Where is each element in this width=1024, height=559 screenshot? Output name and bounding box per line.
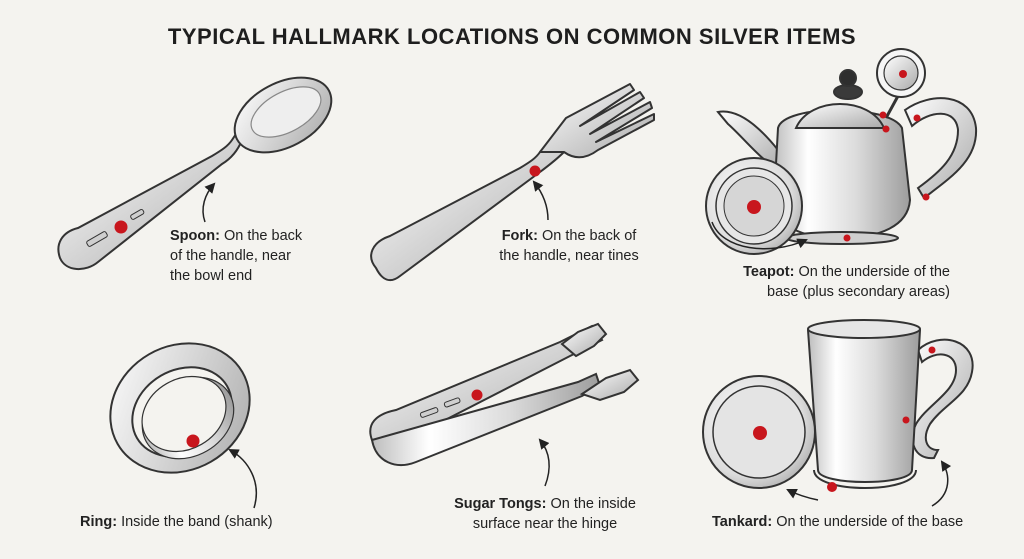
tongs-caption-line-1: On the inside bbox=[550, 496, 635, 512]
teapot-base-dot bbox=[844, 235, 851, 242]
spoon-caption-line-3: the bowl end bbox=[170, 266, 302, 286]
ring-caption-line-1: Inside the band (shank) bbox=[121, 514, 273, 530]
ring-illustration bbox=[87, 318, 274, 497]
spoon-caption-line-2: of the handle, near bbox=[170, 246, 302, 266]
teapot-body-dot bbox=[883, 126, 890, 133]
tongs-hallmark-dot bbox=[472, 390, 483, 401]
teapot-finial-dot bbox=[899, 70, 907, 78]
tongs-caption-name: Sugar Tongs: bbox=[454, 496, 546, 512]
tankard-base-hallmark-dot bbox=[753, 426, 767, 440]
teapot-caption-line-2: base (plus secondary areas) bbox=[700, 282, 950, 302]
spoon-arrow bbox=[203, 184, 214, 222]
tankard-arrow-left bbox=[788, 490, 818, 500]
fork-caption: Fork: On the back of the handle, near ti… bbox=[484, 226, 654, 266]
tankard-base-dot bbox=[827, 482, 837, 492]
teapot-caption-name: Teapot: bbox=[743, 264, 794, 280]
tongs-arrow bbox=[540, 440, 549, 486]
fork-caption-name: Fork: bbox=[502, 228, 538, 244]
ring-hallmark-dot bbox=[187, 435, 200, 448]
tankard-caption-name: Tankard: bbox=[712, 514, 772, 530]
tankard-illustration bbox=[808, 320, 973, 488]
tankard-arrow-right bbox=[932, 462, 948, 506]
fork-caption-line-1: On the back of bbox=[542, 228, 636, 244]
ring-arrow bbox=[230, 450, 256, 508]
fork-hallmark-dot bbox=[530, 166, 541, 177]
tankard-handle-dot bbox=[929, 347, 936, 354]
sugar-tongs-illustration bbox=[370, 324, 638, 465]
fork-caption-line-2: the handle, near tines bbox=[484, 246, 654, 266]
tankard-body-dot bbox=[903, 417, 910, 424]
tongs-caption-line-2: surface near the hinge bbox=[405, 514, 685, 534]
spoon-caption: Spoon: On the back of the handle, near t… bbox=[170, 226, 302, 286]
teapot-caption-line-1: On the underside of the bbox=[798, 264, 950, 280]
ring-caption-name: Ring: bbox=[80, 514, 117, 530]
teapot-caption: Teapot: On the underside of the base (pl… bbox=[700, 262, 950, 302]
teapot-handle-low-dot bbox=[923, 194, 930, 201]
spoon-caption-name: Spoon: bbox=[170, 228, 220, 244]
fork-arrow bbox=[534, 182, 548, 220]
tankard-caption-line-1: On the underside of the base bbox=[776, 514, 963, 530]
tongs-caption: Sugar Tongs: On the inside surface near … bbox=[405, 494, 685, 534]
teapot-lid-dot bbox=[880, 112, 887, 119]
teapot-handle-dot bbox=[914, 115, 921, 122]
spoon-hallmark-dot bbox=[115, 221, 128, 234]
ring-caption: Ring: Inside the band (shank) bbox=[80, 512, 273, 532]
teapot-base-hallmark-dot bbox=[747, 200, 761, 214]
tankard-caption: Tankard: On the underside of the base bbox=[712, 512, 963, 532]
spoon-caption-line-1: On the back bbox=[224, 228, 302, 244]
